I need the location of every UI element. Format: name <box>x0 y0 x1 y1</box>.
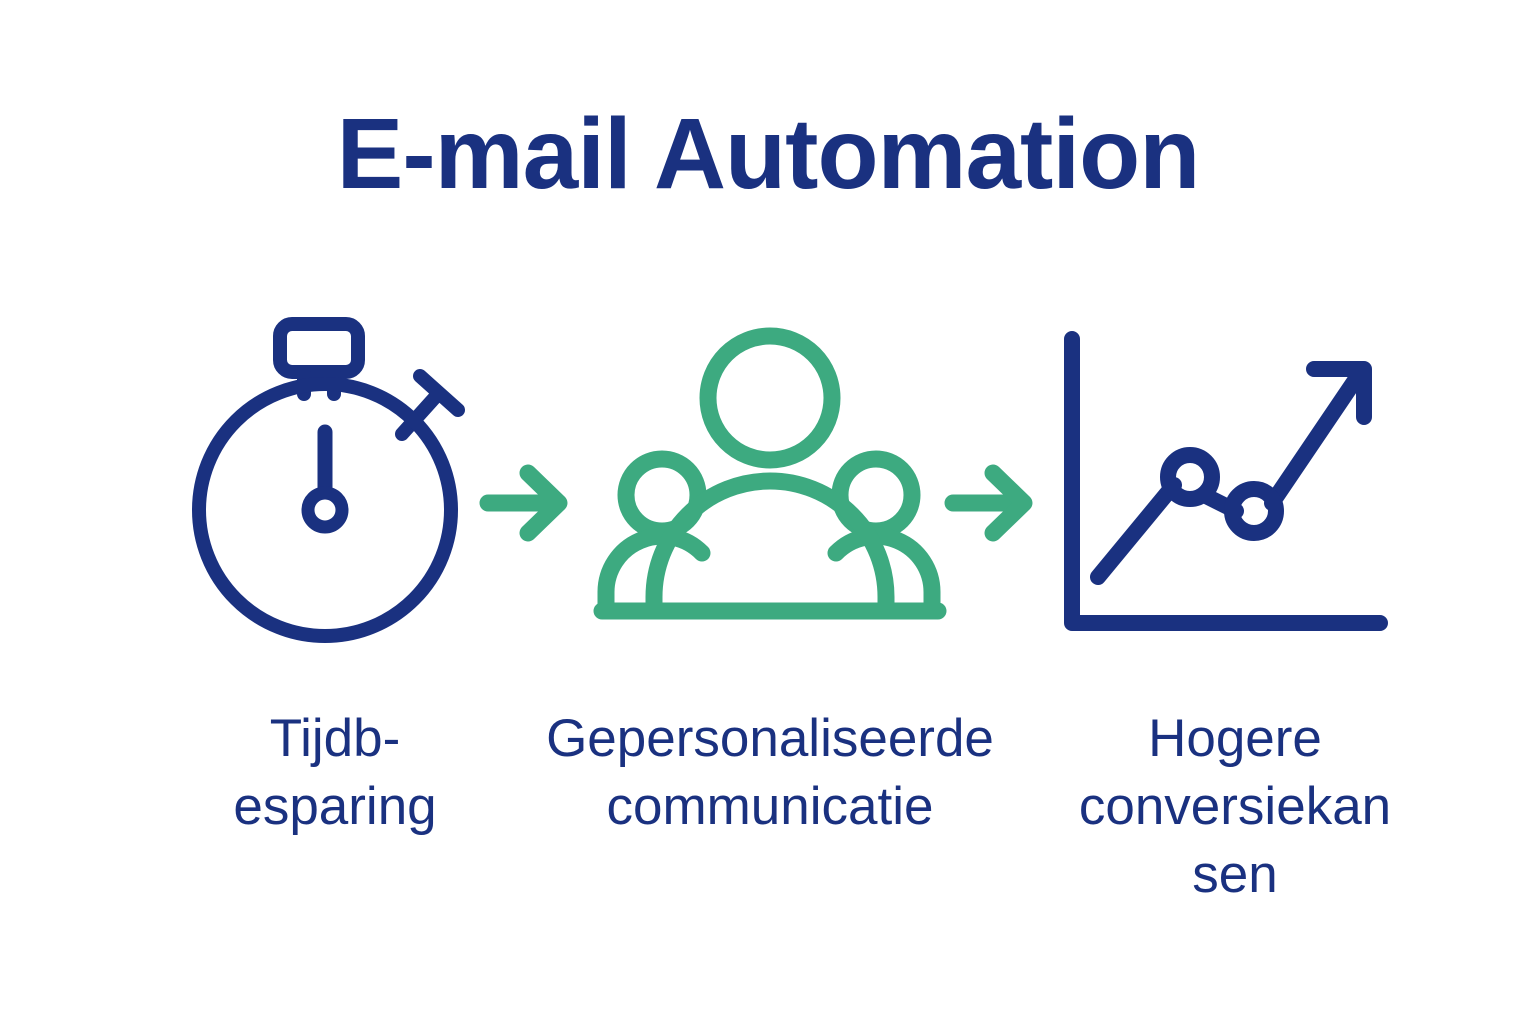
caption-line: Tijdb- <box>269 709 401 768</box>
arrow-right-icon <box>479 455 580 550</box>
page-title: E-mail Automation <box>336 98 1201 210</box>
step-caption-2: Gepersonaliseerde communicatie <box>480 705 1060 841</box>
arrow-right-icon <box>944 455 1045 550</box>
caption-line: Gepersonaliseerde <box>546 709 994 768</box>
chart-arrowhead-icon <box>1306 361 1372 425</box>
growth-chart-icon <box>1050 325 1395 645</box>
caption-line: sen <box>1192 845 1278 904</box>
chart-data-node-2 <box>1224 481 1284 541</box>
stopwatch-lever-icon <box>395 387 445 441</box>
stopwatch-dial-icon <box>192 377 458 643</box>
person-body-center-icon <box>645 472 895 618</box>
caption-line: communicatie <box>606 777 934 836</box>
chart-data-node-1 <box>1160 447 1220 507</box>
step-caption-1: Tijdb- esparing <box>160 705 510 841</box>
step-caption-3: Hogere conversiekan sen <box>1020 705 1450 909</box>
person-body-right-icon <box>827 527 941 618</box>
caption-line: esparing <box>233 777 437 836</box>
person-body-left-icon <box>597 527 711 618</box>
chart-line-segment-1 <box>1090 477 1182 585</box>
people-group-icon <box>590 325 950 625</box>
caption-line: conversiekan <box>1078 777 1392 836</box>
caption-line: Hogere <box>1148 709 1322 768</box>
chart-axes-icon <box>1064 331 1388 631</box>
stopwatch-crown-icon <box>273 317 365 379</box>
stopwatch-hub-icon <box>301 486 349 534</box>
stopwatch-icon <box>170 310 480 650</box>
person-head-center-icon <box>699 327 841 469</box>
chart-line-segment-3 <box>1264 365 1368 511</box>
stopwatch-lever-cap-icon <box>413 369 465 417</box>
